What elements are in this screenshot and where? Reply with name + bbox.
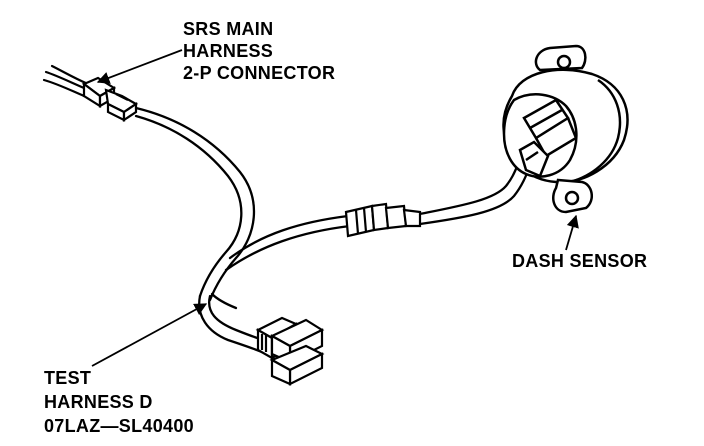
arrow-dash-sensor: [565, 214, 579, 251]
srs-2p-connector: [81, 76, 139, 123]
test-harness-label: TEST HARNESS D 07LAZ—SL40400: [44, 366, 194, 438]
srs-label-line-2: HARNESS: [183, 41, 274, 61]
inline-connector: [344, 202, 422, 238]
leader-arrows: [91, 49, 579, 367]
dash-sensor: [502, 44, 629, 214]
srs-label-line-1: SRS MAIN: [183, 19, 274, 39]
harness-cable-upper: [134, 106, 256, 302]
arrow-test-harness: [91, 303, 208, 367]
arrow-srs-connector: [96, 49, 183, 84]
srs-main-harness-wires: [42, 64, 90, 98]
dash-sensor-label: DASH SENSOR: [512, 251, 648, 271]
srs-label-line-3: 2-P CONNECTOR: [183, 63, 336, 83]
test-label-line-2: HARNESS D: [44, 392, 153, 412]
test-label-line-3: 07LAZ—SL40400: [44, 416, 194, 436]
srs-main-harness-label: SRS MAIN HARNESS 2-P CONNECTOR: [183, 18, 335, 84]
test-label-line-1: TEST: [44, 368, 92, 388]
test-harness-d-connector: [255, 316, 325, 386]
harness-cable-lower: [198, 292, 266, 354]
